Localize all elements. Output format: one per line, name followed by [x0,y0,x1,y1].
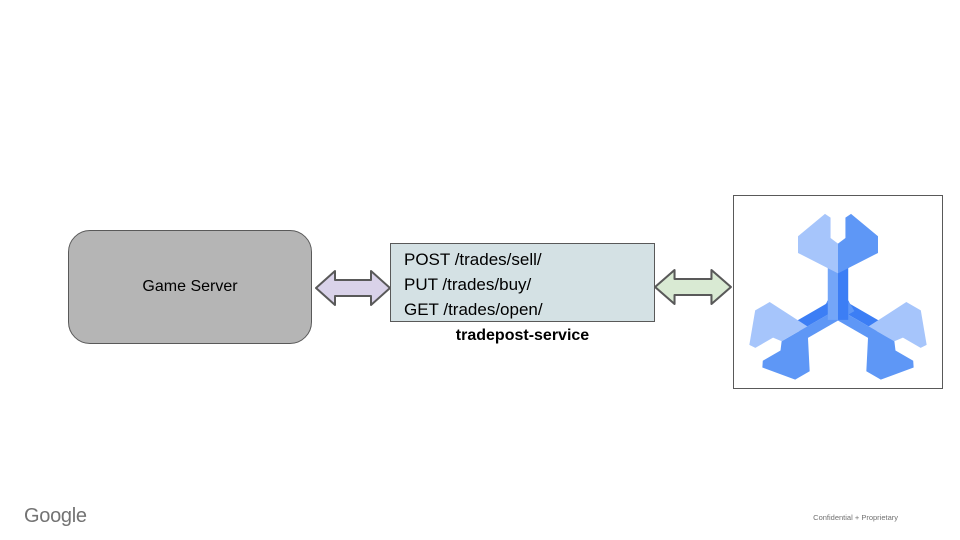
game-server-label: Game Server [142,278,238,295]
endpoint-put: PUT /trades/buy/ [404,275,532,294]
arm-head-left [762,326,810,380]
spanner-arm-up [798,213,878,320]
service-name-label: tradepost-service [455,327,590,344]
cloud-spanner-logo-icon [749,213,927,380]
bidirectional-arrow-left [315,270,391,306]
game-server-node: Game Server [68,230,312,344]
arm-head-right [866,326,914,380]
spanner-card [733,195,943,389]
arm-head-right [749,302,808,348]
arm-head-left [868,302,927,348]
endpoint-post: POST /trades/sell/ [404,250,542,269]
google-wordmark: Google [24,505,87,527]
bidirectional-arrow-right [654,269,732,305]
arrow-right-shape [654,269,732,305]
arrow-left-shape [315,270,391,306]
arm-head-right [838,213,878,274]
arm-shaft-left [827,264,838,320]
service-endpoints-box: POST /trades/sell/ PUT /trades/buy/ GET … [390,243,655,322]
confidentiality-notice: Confidential + Proprietary [813,513,898,522]
endpoint-get: GET /trades/open/ [404,300,543,319]
arm-shaft-right [838,264,849,320]
arm-head-left [798,213,838,274]
